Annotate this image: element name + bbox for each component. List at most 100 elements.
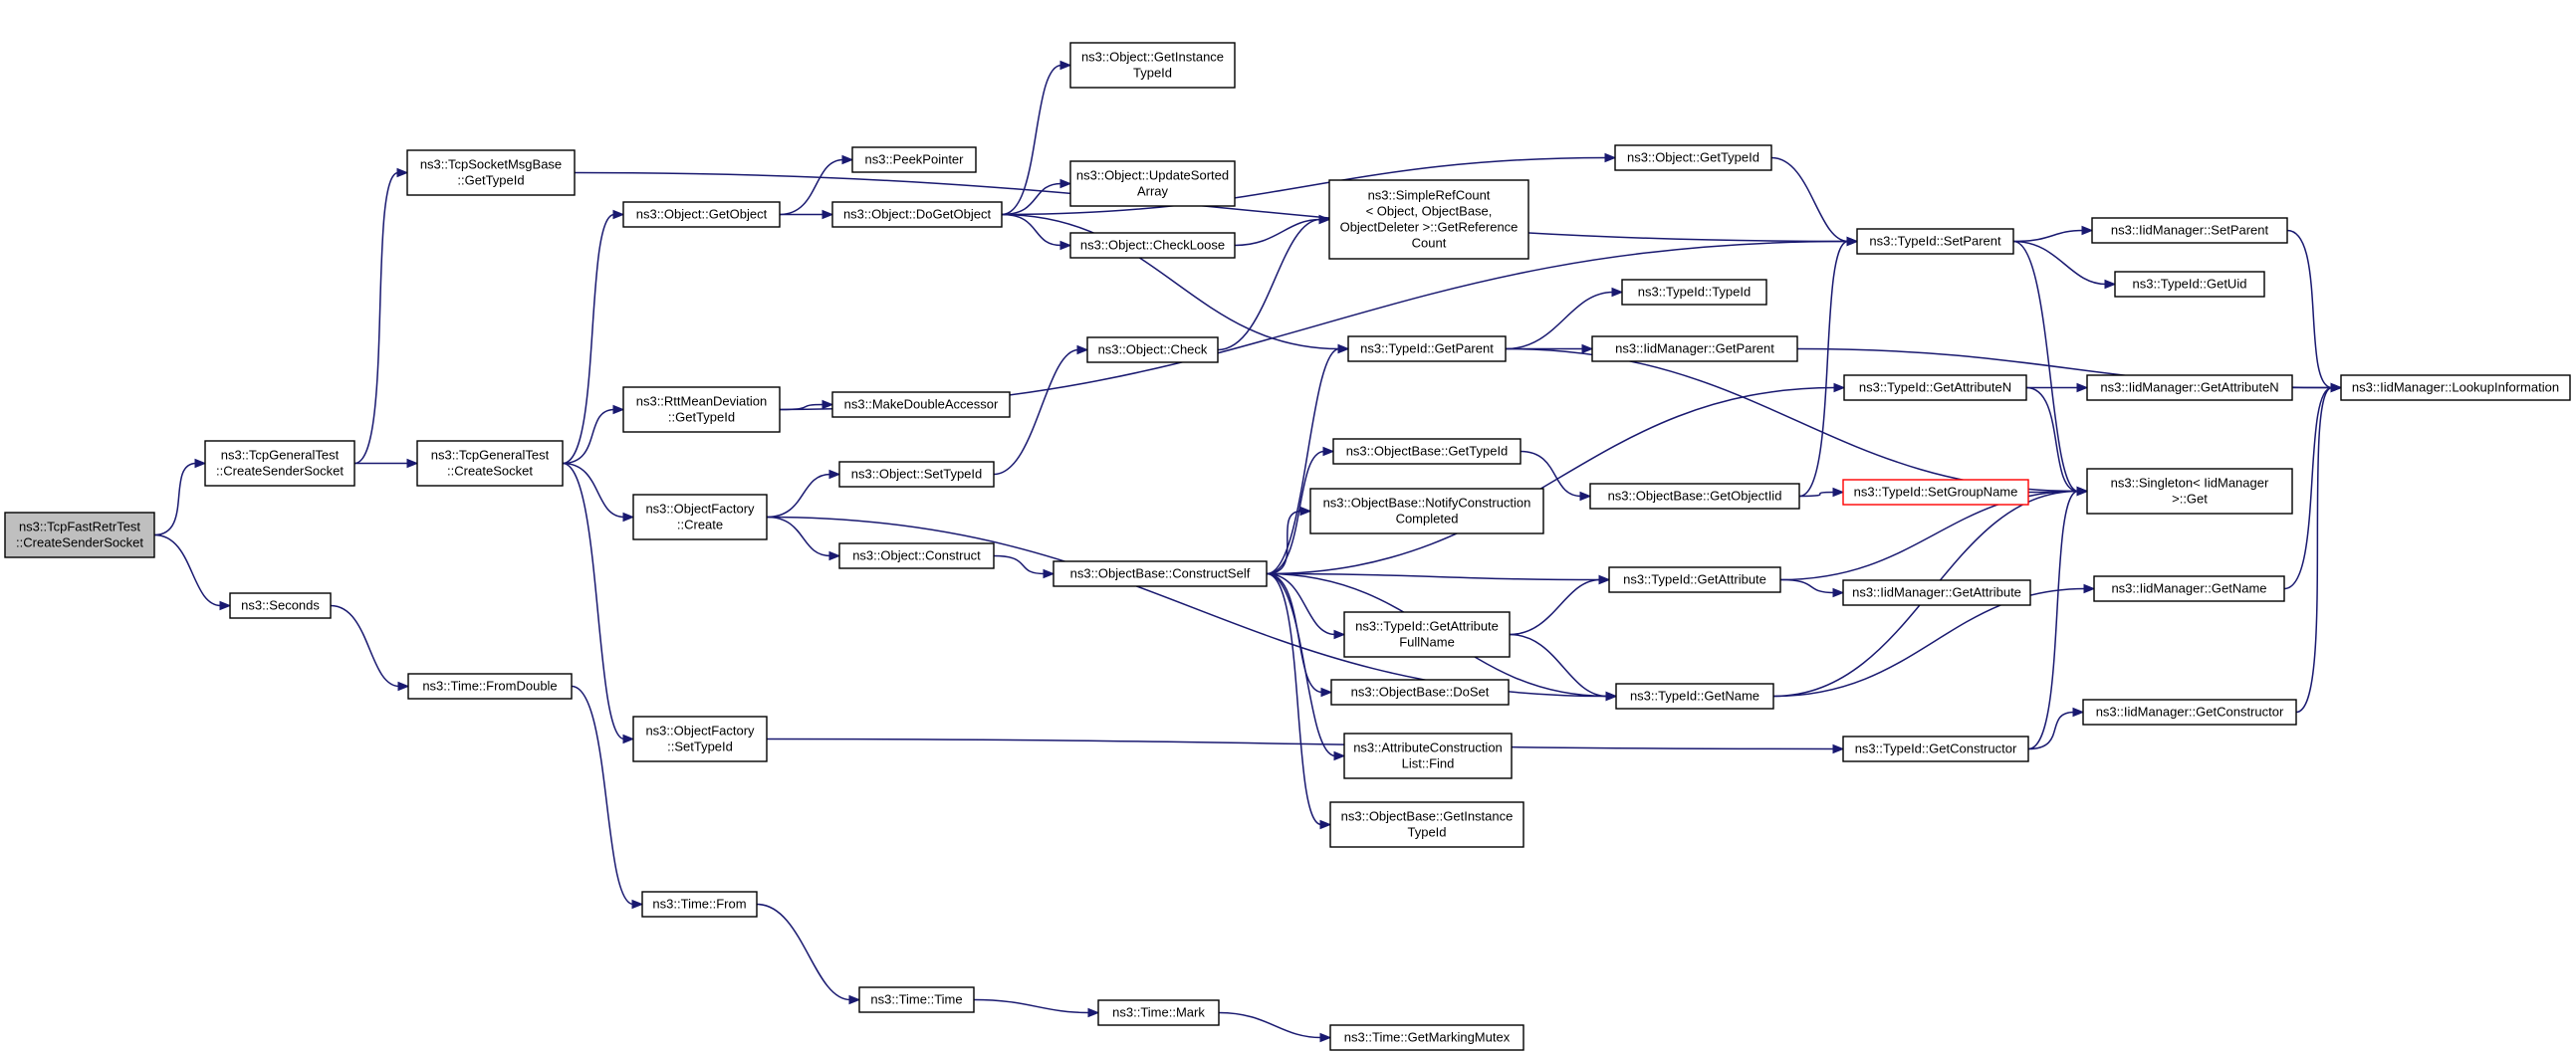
edge-obj_construct-to-ob_constructself: [993, 554, 1046, 575]
edge-tgt_cs-to-of_create: [562, 462, 625, 519]
node-label-line: Array: [1137, 184, 1169, 199]
node-seconds[interactable]: ns3::Seconds: [229, 592, 332, 619]
node-label-line: ns3::ObjectBase::GetObjectIid: [1608, 489, 1782, 504]
node-obj_construct[interactable]: ns3::Object::Construct: [838, 542, 995, 569]
node-tid_getctor[interactable]: ns3::TypeId::GetConstructor: [1842, 736, 2029, 762]
node-label-line: ::CreateSocket: [447, 464, 533, 479]
edge-of_create-to-obj_settid: [766, 473, 831, 519]
node-label-line: Count: [1412, 236, 1447, 251]
node-obj_checkloose[interactable]: ns3::Object::CheckLoose: [1069, 232, 1236, 259]
node-peekptr[interactable]: ns3::PeekPointer: [851, 146, 977, 173]
node-tid_getuid[interactable]: ns3::TypeId::GetUid: [2114, 271, 2265, 298]
node-tgt_css[interactable]: ns3::TcpGeneralTest::CreateSenderSocket: [204, 440, 355, 487]
node-ob_constructself[interactable]: ns3::ObjectBase::ConstructSelf: [1053, 560, 1268, 587]
edge-fromdouble-to-time_from: [571, 685, 634, 906]
node-tid_setparent[interactable]: ns3::TypeId::SetParent: [1856, 228, 2014, 255]
node-box: [641, 891, 758, 918]
edge-ob_constructself-to-ob_gettid: [1266, 450, 1325, 575]
edge-arrowhead: [631, 899, 644, 910]
node-label-line: ns3::Time::FromDouble: [422, 679, 557, 694]
node-rttmd[interactable]: ns3::RttMeanDeviation::GetTypeId: [622, 386, 781, 433]
node-tid_getattr[interactable]: ns3::TypeId::GetAttribute: [1608, 566, 1781, 593]
edge-getobject-to-peekptr: [779, 158, 844, 216]
node-label-line: TypeId: [1407, 825, 1446, 840]
node-obj_check[interactable]: ns3::Object::Check: [1086, 336, 1219, 363]
edge-tid_getname-to-iid_getname: [1772, 587, 2086, 698]
node-label-line: ns3::SimpleRefCount: [1368, 188, 1491, 203]
edge-arrowhead: [821, 209, 834, 220]
node-tid_getparent[interactable]: ns3::TypeId::GetParent: [1347, 335, 1507, 362]
node-box: [1329, 801, 1524, 848]
node-iid_lookup[interactable]: ns3::IidManager::LookupInformation: [2340, 374, 2571, 401]
edge-tid_getctor-to-iid_getctor: [2027, 711, 2075, 750]
node-label-line: ns3::TypeId::GetParent: [1360, 341, 1494, 356]
node-ob_notify[interactable]: ns3::ObjectBase::NotifyConstructionCompl…: [1309, 488, 1544, 534]
node-singleton_get[interactable]: ns3::Singleton< IidManager>::Get: [2086, 468, 2293, 515]
node-iid_getattr[interactable]: ns3::IidManager::GetAttribute: [1842, 579, 2031, 606]
node-label-line: ::CreateSenderSocket: [16, 535, 143, 550]
node-label-line: Completed: [1396, 512, 1459, 527]
node-tsmb[interactable]: ns3::TcpSocketMsgBase::GetTypeId: [406, 149, 576, 196]
node-dogetobj[interactable]: ns3::Object::DoGetObject: [831, 201, 1003, 228]
node-label-line: ns3::RttMeanDeviation: [636, 394, 768, 409]
node-box: [1614, 144, 1772, 171]
node-iid_setparent[interactable]: ns3::IidManager::SetParent: [2091, 217, 2288, 244]
node-tid_getattrn[interactable]: ns3::TypeId::GetAttributeN: [1843, 374, 2027, 401]
node-of_settid[interactable]: ns3::ObjectFactory::SetTypeId: [632, 716, 768, 762]
node-time_time[interactable]: ns3::Time::Time: [858, 986, 975, 1013]
node-box: [622, 201, 781, 228]
edge-arrowhead: [1087, 1007, 1100, 1018]
node-box: [1329, 1024, 1524, 1051]
edge-arrowhead: [1605, 691, 1618, 702]
node-getobject[interactable]: ns3::Object::GetObject: [622, 201, 781, 228]
node-label-line: ns3::TypeId::GetAttributeN: [1859, 380, 2011, 395]
node-label-line: ::CreateSenderSocket: [216, 464, 344, 479]
edge-arrowhead: [2076, 486, 2089, 497]
node-time_from[interactable]: ns3::Time::From: [641, 891, 758, 918]
node-time_markmutex[interactable]: ns3::Time::GetMarkingMutex: [1329, 1024, 1524, 1051]
node-box: [2114, 271, 2265, 298]
node-fromdouble[interactable]: ns3::Time::FromDouble: [407, 673, 573, 700]
node-label-line: ns3::TypeId::GetUid: [2133, 277, 2247, 292]
node-box: [1069, 232, 1236, 259]
node-box: [1086, 336, 1219, 363]
node-box: [632, 494, 768, 540]
node-iid_getattrn[interactable]: ns3::IidManager::GetAttributeN: [2086, 374, 2293, 401]
node-label-line: ns3::ObjectBase::NotifyConstruction: [1323, 496, 1531, 511]
node-tgt_cs[interactable]: ns3::TcpGeneralTest::CreateSocket: [416, 440, 564, 487]
node-tid_setgroup[interactable]: ns3::TypeId::SetGroupName: [1842, 479, 2029, 506]
node-iid_getname[interactable]: ns3::IidManager::GetName: [2093, 575, 2285, 602]
node-obj_gettid[interactable]: ns3::Object::GetTypeId: [1614, 144, 1772, 171]
node-label-line: ns3::Object::Check: [1098, 342, 1208, 357]
node-tid_getname[interactable]: ns3::TypeId::GetName: [1615, 683, 1774, 710]
edge-arrowhead: [396, 167, 409, 178]
node-obj_settid[interactable]: ns3::Object::SetTypeId: [838, 461, 995, 488]
edge-tid_setparent-to-iid_setparent: [2012, 229, 2084, 243]
node-tid_typeid[interactable]: ns3::TypeId::TypeId: [1621, 279, 1767, 306]
node-root[interactable]: ns3::TcpFastRetrTest::CreateSenderSocket: [4, 512, 155, 558]
node-label-line: ns3::Time::From: [652, 897, 746, 912]
node-box: [406, 149, 576, 196]
edge-arrowhead: [1579, 491, 1592, 502]
node-ob_getobjiid[interactable]: ns3::ObjectBase::GetObjectIid: [1589, 483, 1800, 510]
node-of_create[interactable]: ns3::ObjectFactory::Create: [632, 494, 768, 540]
edge-arrowhead: [219, 600, 232, 611]
node-srcgetref[interactable]: ns3::SimpleRefCount< Object, ObjectBase,…: [1328, 179, 1529, 260]
node-mkdblacc[interactable]: ns3::MakeDoubleAccessor: [831, 391, 1011, 418]
edge-tsmb-to-tid_setparent: [574, 171, 1849, 243]
edge-arrowhead: [1581, 343, 1594, 354]
node-iid_getctor[interactable]: ns3::IidManager::GetConstructor: [2082, 699, 2297, 726]
edge-arrowhead: [622, 734, 635, 744]
node-time_mark[interactable]: ns3::Time::Mark: [1097, 999, 1220, 1026]
edge-arrowhead: [1059, 240, 1072, 251]
node-box: [1343, 611, 1511, 658]
node-ob_doset[interactable]: ns3::ObjectBase::DoSet: [1330, 679, 1510, 706]
node-ob_gettid[interactable]: ns3::ObjectBase::GetTypeId: [1332, 438, 1522, 465]
node-box: [2086, 374, 2293, 401]
node-iid_getparent[interactable]: ns3::IidManager::GetParent: [1591, 335, 1798, 362]
